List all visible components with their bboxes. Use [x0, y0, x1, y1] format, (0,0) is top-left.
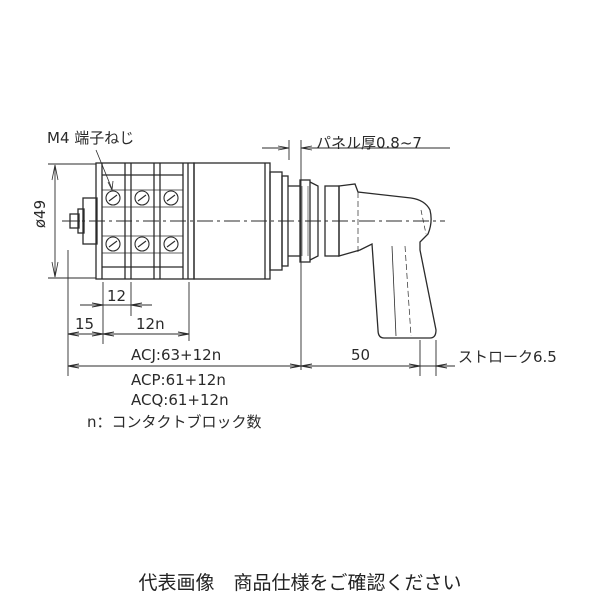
diameter-dimension [48, 163, 96, 279]
acp-label: ACP:61+12n [131, 371, 226, 389]
diameter-label: ø49 [31, 199, 50, 229]
panel-thickness-label: パネル厚0.8~7 [316, 134, 422, 152]
terminal-leader [95, 149, 113, 190]
dim-12n-label: 12n [136, 315, 165, 333]
panel-thickness-dimension [262, 140, 450, 370]
caption: 代表画像 商品仕様をご確認ください [138, 572, 462, 594]
dim-50-label: 50 [351, 346, 371, 364]
dim-12-label: 12 [107, 287, 127, 305]
terminal-screw-label: M4 端子ねじ [47, 129, 135, 147]
stroke-label: ストローク6.5 [458, 348, 557, 366]
dim-15-label: 15 [75, 315, 95, 333]
acj-label: ACJ:63+12n [131, 346, 222, 364]
terminal-screws [105, 190, 179, 252]
acq-label: ACQ:61+12n [131, 391, 229, 409]
length-dimensions [67, 250, 455, 376]
n-note-label: n：コンタクトブロック数 [87, 413, 262, 431]
pistol-grip-handle [338, 183, 437, 339]
